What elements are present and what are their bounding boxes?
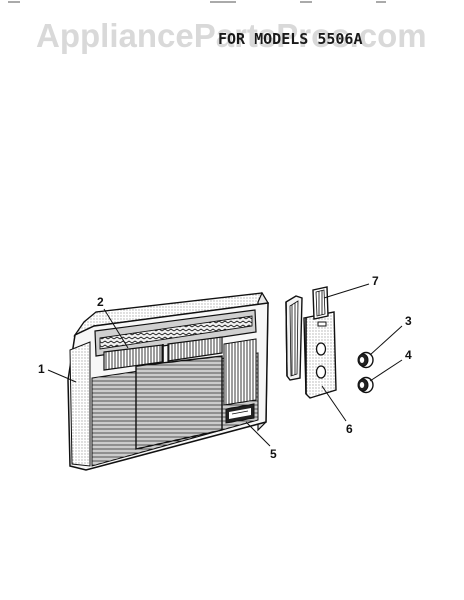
callout-4: 4	[405, 348, 412, 362]
front-panel	[67, 291, 270, 471]
leader-3	[369, 325, 403, 356]
side-trim-strip	[285, 295, 303, 381]
leader-4	[369, 359, 403, 382]
leader-5	[245, 421, 271, 447]
callout-3: 3	[405, 314, 412, 328]
callout-6: 6	[346, 422, 353, 436]
knob-part-3	[357, 351, 374, 369]
control-bracket	[303, 311, 337, 399]
callout-7: 7	[372, 274, 379, 288]
leader-6	[321, 385, 347, 422]
leader-2	[103, 308, 129, 349]
switch-tab	[312, 286, 329, 320]
leader-1	[47, 369, 77, 383]
callout-1: 1	[38, 362, 45, 376]
leader-7	[323, 283, 370, 299]
watermark-text: AppliancePartsPros.com	[36, 17, 427, 54]
model-header-text: FOR MODELS 5506A	[218, 30, 363, 48]
leader-lines	[47, 283, 403, 447]
callout-5: 5	[270, 447, 277, 461]
knob-part-4	[357, 376, 374, 394]
callout-2: 2	[97, 295, 104, 309]
